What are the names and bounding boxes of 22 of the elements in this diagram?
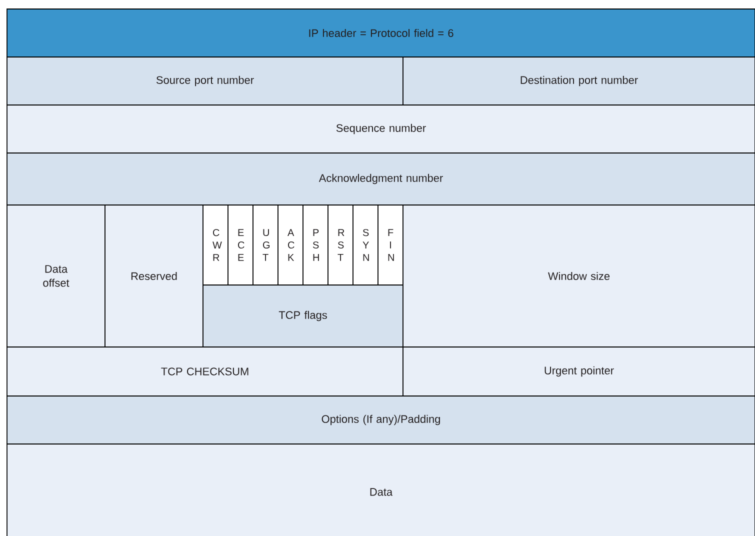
flag-cell: C W R [202,204,228,286]
field-cell: Urgent pointer [402,346,755,396]
field-cell: Source port number [6,56,404,106]
flag-cell: P S H [302,204,328,286]
field-cell: Data offset [6,204,106,348]
field-cell: Sequence number [6,104,755,154]
flag-cell: R S T [328,204,354,286]
flag-cell: F I N [378,204,404,286]
flag-cell: S Y N [352,204,378,286]
field-cell: Destination port number [402,56,755,106]
flag-cell: E C E [228,204,254,286]
field-cell: Acknowledgment number [6,152,755,206]
header-bar: IP header = Protocol field = 6 [6,8,755,58]
flag-cell: U G T [252,204,278,286]
field-cell: TCP CHECKSUM [6,346,404,396]
field-cell: Options (If any)/Padding [6,396,755,444]
field-cell: Reserved [104,204,204,348]
field-cell: Data [6,444,755,536]
flag-cell: A C K [278,204,304,286]
node-label: Urgent pointer [544,366,614,377]
field-cell: TCP flags [202,284,404,348]
node-label: Window size [548,272,610,280]
